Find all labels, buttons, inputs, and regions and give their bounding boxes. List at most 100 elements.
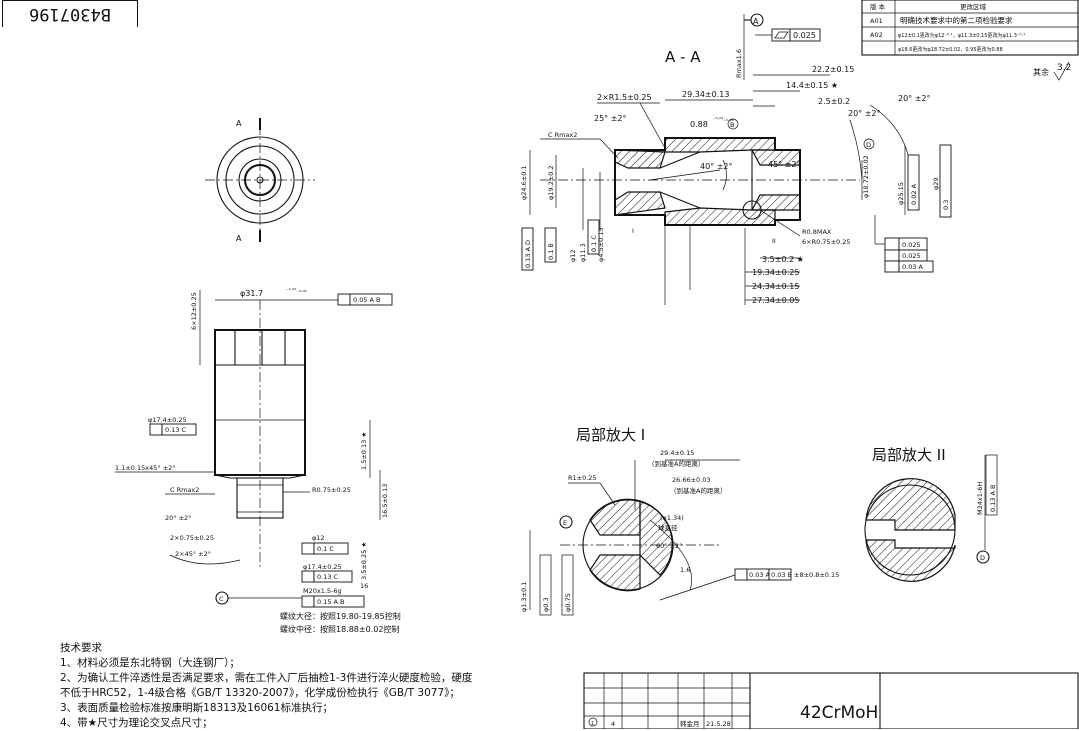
- d1-note-29-4: （到基准A的距离）: [648, 459, 704, 468]
- svg-text:0.1 C: 0.1 C: [317, 545, 334, 553]
- section-title: A - A: [665, 48, 701, 66]
- dim-40deg: 40° ±2°: [700, 162, 733, 171]
- svg-text:A: A: [236, 234, 242, 243]
- svg-text:0.15 A B: 0.15 A B: [317, 598, 345, 606]
- end-view: A A: [205, 118, 315, 243]
- datum-e-circle: [559, 515, 573, 529]
- dim-2x45: 2×45° ±2°: [175, 550, 211, 558]
- dim-phi25-15: φ25.15: [897, 182, 905, 205]
- title-name: 韩金月: [680, 719, 700, 728]
- dim-m20: M20x1.5-6g: [303, 587, 342, 595]
- dim-16-5: 16.5±0.13: [381, 484, 389, 518]
- dim-29-34: 29.34±0.13: [682, 90, 729, 99]
- dim-phi24-6: φ24.6±0.1: [520, 165, 528, 200]
- surface-rest-label: 其余: [1033, 67, 1049, 77]
- datum-b-circle: [727, 118, 739, 130]
- d1-ball: 球直径: [658, 523, 678, 532]
- title-sheet: 4: [611, 720, 615, 728]
- rev-header-version: 版 本: [870, 2, 886, 11]
- d1-tol-frame: 0.03 A 0.03 B ±8±0.8±0.15: [659, 568, 839, 601]
- svg-text:0.03 A: 0.03 A: [749, 571, 771, 579]
- thread-note-2: 螺纹中径：按照18.88±0.02控制: [280, 624, 399, 634]
- tol-frame-side-mid: 0.13 C: [149, 423, 197, 436]
- svg-text:B: B: [730, 121, 734, 129]
- dim-phi31-7: φ31.7: [240, 289, 263, 298]
- tol-frame-bottom-right: 0.025 0.025 0.03 A: [874, 215, 934, 273]
- dim-3-5: 3.5±0.2 ★: [762, 255, 804, 264]
- svg-text:0.025: 0.025: [793, 31, 816, 40]
- side-view: φ31.7 ⁻⁰·⁰²₋₀.₀₈ 6×12±0.25 0.05 A B φ17.…: [115, 288, 401, 634]
- d1-dim-26-66: 26.66±0.03: [672, 476, 711, 484]
- dim-phi31-7-tol: ⁻⁰·⁰²₋₀.₀₈: [286, 288, 306, 294]
- material-name: 42CrMoH: [800, 703, 878, 723]
- datum-d-circle-2: [976, 550, 990, 564]
- svg-text:0.13 C: 0.13 C: [165, 426, 187, 434]
- dim-vertical-small: Rmax1.6: [735, 49, 743, 78]
- dim-phi18-72: φ18.72±0.02: [862, 155, 870, 198]
- svg-text:E: E: [563, 519, 567, 527]
- dim-16: 16: [360, 582, 368, 590]
- dim-6xr0-75: 6×R0.75±0.25: [802, 238, 851, 246]
- svg-text:0.025: 0.025: [902, 241, 921, 249]
- svg-text:D: D: [866, 141, 871, 149]
- rev-version-a02: A02: [870, 31, 883, 39]
- rev-change-a02b: φ18.6更改为φ18.72±0.02，0.95更改为0.88: [898, 46, 1003, 53]
- tech-item-2: 2、为确认工件淬透性是否满足要求，需在工件入厂后抽检1-3件进行淬火硬度检验，硬…: [60, 672, 473, 684]
- dim-25deg: 25° ±2°: [594, 114, 627, 123]
- datum-a-top: A: [743, 13, 764, 80]
- title-marker: 1: [591, 721, 594, 727]
- section-aa-view: [540, 137, 860, 226]
- d1-dim-phi0-3: φ0.3: [542, 597, 550, 612]
- svg-text:A: A: [753, 17, 759, 26]
- dim-0-88: 0.88: [690, 120, 708, 129]
- d1-dim-29-4: 29.4±0.15: [660, 449, 694, 457]
- dim-20deg-right: 20° ±2°: [898, 94, 931, 103]
- d2-dim-m24: M24x1-6H: [976, 482, 984, 515]
- tol-frame-right-1: 0.3: [939, 144, 952, 218]
- dim-phi4-5: φ4.5±0.15: [597, 227, 605, 262]
- marker-ii: II: [772, 237, 776, 245]
- d1-roughness: 1.6: [680, 566, 690, 574]
- svg-text:0.3: 0.3: [942, 200, 950, 210]
- dim-19-34: 19.34±0.25: [752, 268, 799, 277]
- dim-r1-5: 2×R1.5±0.25: [597, 93, 652, 102]
- detail-2-view: D M24x1-6H 0.13 A B: [864, 454, 998, 582]
- svg-text:0.02 A: 0.02 A: [910, 183, 918, 205]
- dim-phi11-3: φ11.3: [579, 243, 587, 262]
- svg-text:D: D: [980, 554, 985, 562]
- dim-27-34: 27.34±0.05: [752, 296, 799, 305]
- tol-frame-right-2: 0.02 A: [907, 154, 920, 211]
- svg-text:±8±0.8±0.15: ±8±0.8±0.15: [794, 571, 839, 579]
- dim-r0-8max: R0.8MAX: [802, 228, 832, 236]
- dim-45deg: 45° ±2°: [768, 160, 801, 169]
- d1-dim-phi0-75: φ0.75: [564, 593, 572, 612]
- tol-frame-left-2: 0.1 B: [544, 227, 557, 263]
- svg-text:0.05 A B: 0.05 A B: [353, 296, 381, 304]
- dim-phi12-side: φ12: [312, 534, 325, 542]
- tech-item-2b: 不低于HRC52，1-4级合格《GB/T 13320-2007》，化学成份检执行…: [60, 687, 460, 699]
- main-view-dims: 22.2±0.15 14.4±0.15 ★ 29.34±0.13 2.5±0.2…: [520, 65, 952, 305]
- dim-2x0-75: 2×0.75±0.25: [170, 534, 214, 542]
- tech-title: 技术要求: [60, 642, 102, 654]
- svg-text:0.03 B: 0.03 B: [771, 571, 792, 579]
- detail-1-view: 29.4±0.15 （到基准A的距离） 26.66±0.03 （到基准A的距离）…: [520, 449, 839, 616]
- tech-item-4: 4、带★尺寸为理论交叉点尺寸；: [60, 717, 213, 729]
- dim-24-34: 24.34±0.15: [752, 282, 799, 291]
- marker-i: I: [632, 227, 634, 235]
- tol-frame-side-m20: 0.15 A B: [301, 595, 365, 608]
- tol-frame-left-3: 0.1 C: [587, 219, 600, 255]
- tech-item-3: 3、表面质量检验标准按康明斯18313及16061标准执行；: [60, 702, 333, 714]
- svg-text:C: C: [219, 595, 224, 603]
- title-date: 21.5.28: [706, 720, 731, 728]
- detail-1-title: 局部放大 I: [576, 426, 645, 444]
- dim-2-5: 2.5±0.2: [818, 97, 850, 106]
- tol-frame-side-top: 0.05 A B: [305, 293, 393, 306]
- d1-dim-phi1-34: (φ1.34): [660, 514, 684, 522]
- dim-phi29: φ29: [932, 177, 940, 190]
- cutter-note: C Rmax2: [548, 131, 577, 139]
- dim-phi19-2: φ19.2±0.2: [547, 165, 555, 200]
- tol-frame-left-1: 0.13 A D: [521, 227, 534, 271]
- dim-14-4: 14.4±0.15 ★: [786, 81, 838, 90]
